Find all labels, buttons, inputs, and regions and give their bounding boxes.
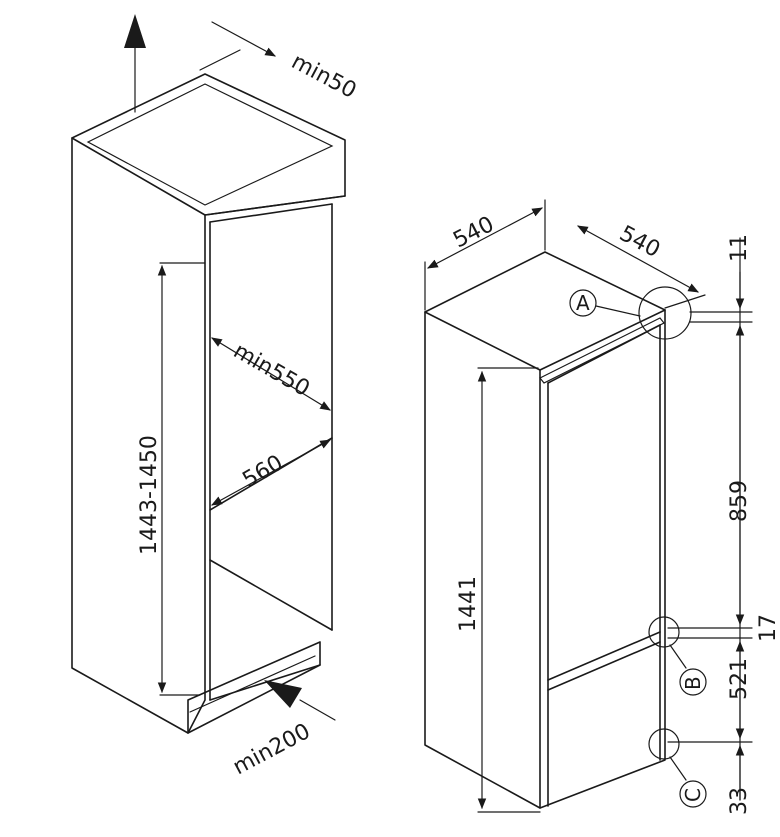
cabinet-top-right-edge [204,195,346,216]
detail-circle-a [638,286,692,340]
niche-floor-line [209,559,333,631]
niche-floor-front [209,664,321,701]
appliance-top-front-edge [424,311,541,371]
dim-bottom-offset-label: 33 [727,787,752,815]
dim-app-depth-ext [664,294,706,309]
vent-arrow-icon [264,680,302,708]
appliance-outline [424,251,666,809]
detail-circle-c [648,728,680,760]
dim-height-label: 1443-1450 [137,435,162,555]
dim-app-width-label: 540 [449,212,498,253]
dim-lower-door-label: 521 [727,658,752,700]
dim-bottom-vent-label: min200 [229,719,314,780]
door-split-upper [547,631,661,681]
dim-upper-hinge-label: 859 [727,480,752,522]
marker-c-label: C [681,788,705,802]
detail-circle-b [648,616,680,648]
marker-a-circle [569,289,597,317]
marker-a-label: A [576,291,590,315]
dim-top-offset-label: 11 [727,234,752,262]
door-split-lower [547,641,661,691]
appliance-top-right-edge [539,309,666,371]
dim-depth-line [211,337,331,411]
dim-middle-gap-label: 17 [756,614,780,642]
cabinet-top-recess [86,83,334,206]
up-arrow-icon [124,14,146,48]
dim-width-line [211,439,331,506]
cabinet-plinth [187,641,321,734]
appliance: 540 540 1441 A B C [424,199,780,815]
dim-top-clearance-label: min50 [287,49,360,104]
dim-app-height-label: 1441 [456,576,481,632]
dim-top-ext-1 [199,49,241,71]
cabinet-niche: min50 1443-1450 min550 560 min200 [71,14,360,780]
marker-b-leader [669,644,687,669]
top-hinge-rail [539,317,665,384]
dim-top-clearance-arrow [211,21,276,57]
niche-top-edge [209,203,333,223]
marker-a-leader [595,305,641,317]
cabinet-outline [71,73,346,734]
marker-c-leader [669,756,687,781]
dim-vent-leader [299,699,336,721]
marker-b-label: B [681,676,705,690]
marker-b-circle [679,668,707,696]
dim-depth-label: min550 [229,339,314,402]
plinth-line [189,655,316,713]
cabinet-top-front-edge [71,137,206,216]
dim-app-depth-label: 540 [615,221,664,263]
dim-app-depth-line [577,225,699,293]
dim-app-width-line [427,207,543,269]
marker-c-circle [679,780,707,808]
